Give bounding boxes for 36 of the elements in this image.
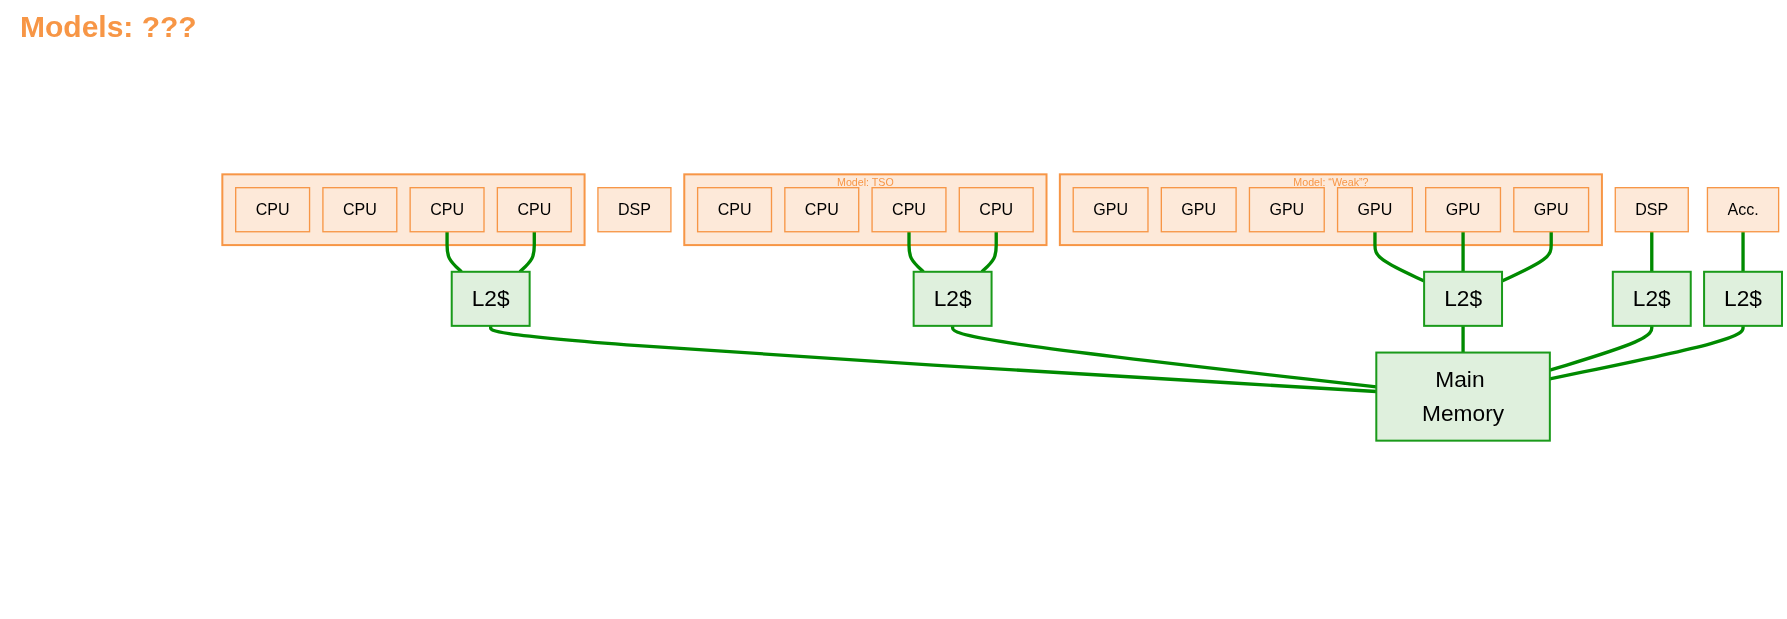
node-box: L2$ (1422, 270, 1503, 327)
node-box: DSP (596, 187, 672, 233)
node-box: CPU (496, 187, 572, 233)
node-box: CPU (696, 187, 772, 233)
node-box: L2$ (1702, 270, 1783, 327)
connector (980, 231, 998, 273)
node-box: L2$ (1611, 270, 1692, 327)
node-box: CPU (409, 187, 485, 233)
connector (1461, 325, 1465, 353)
connector (1649, 231, 1654, 272)
node-box: GPU (1248, 187, 1325, 233)
node-box: CPU (958, 187, 1034, 233)
connector (907, 231, 925, 273)
node-box: CPU (321, 187, 398, 233)
node-box: L2$ (912, 270, 993, 327)
connector (1741, 231, 1745, 272)
node-box: CPU (234, 187, 310, 233)
connector (445, 231, 463, 273)
connector (1549, 325, 1745, 381)
node-box: GPU (1160, 187, 1237, 233)
connector (1549, 325, 1654, 372)
node-box: DSP (1614, 187, 1689, 233)
node-box: Acc. (1706, 187, 1779, 233)
node-box: GPU (1336, 187, 1413, 233)
node-box: Main Memory (1374, 351, 1551, 442)
cluster (221, 173, 586, 247)
node-box: GPU (1424, 187, 1501, 233)
model-heading: Models: ??? (20, 10, 197, 44)
node-box: CPU (871, 187, 947, 233)
connector (1461, 231, 1465, 272)
node-box: CPU (783, 187, 860, 233)
node-box: L2$ (450, 270, 531, 327)
connector (518, 231, 536, 273)
connector (1501, 231, 1553, 283)
node-box: GPU (1072, 187, 1149, 233)
node-box: GPU (1512, 187, 1589, 233)
